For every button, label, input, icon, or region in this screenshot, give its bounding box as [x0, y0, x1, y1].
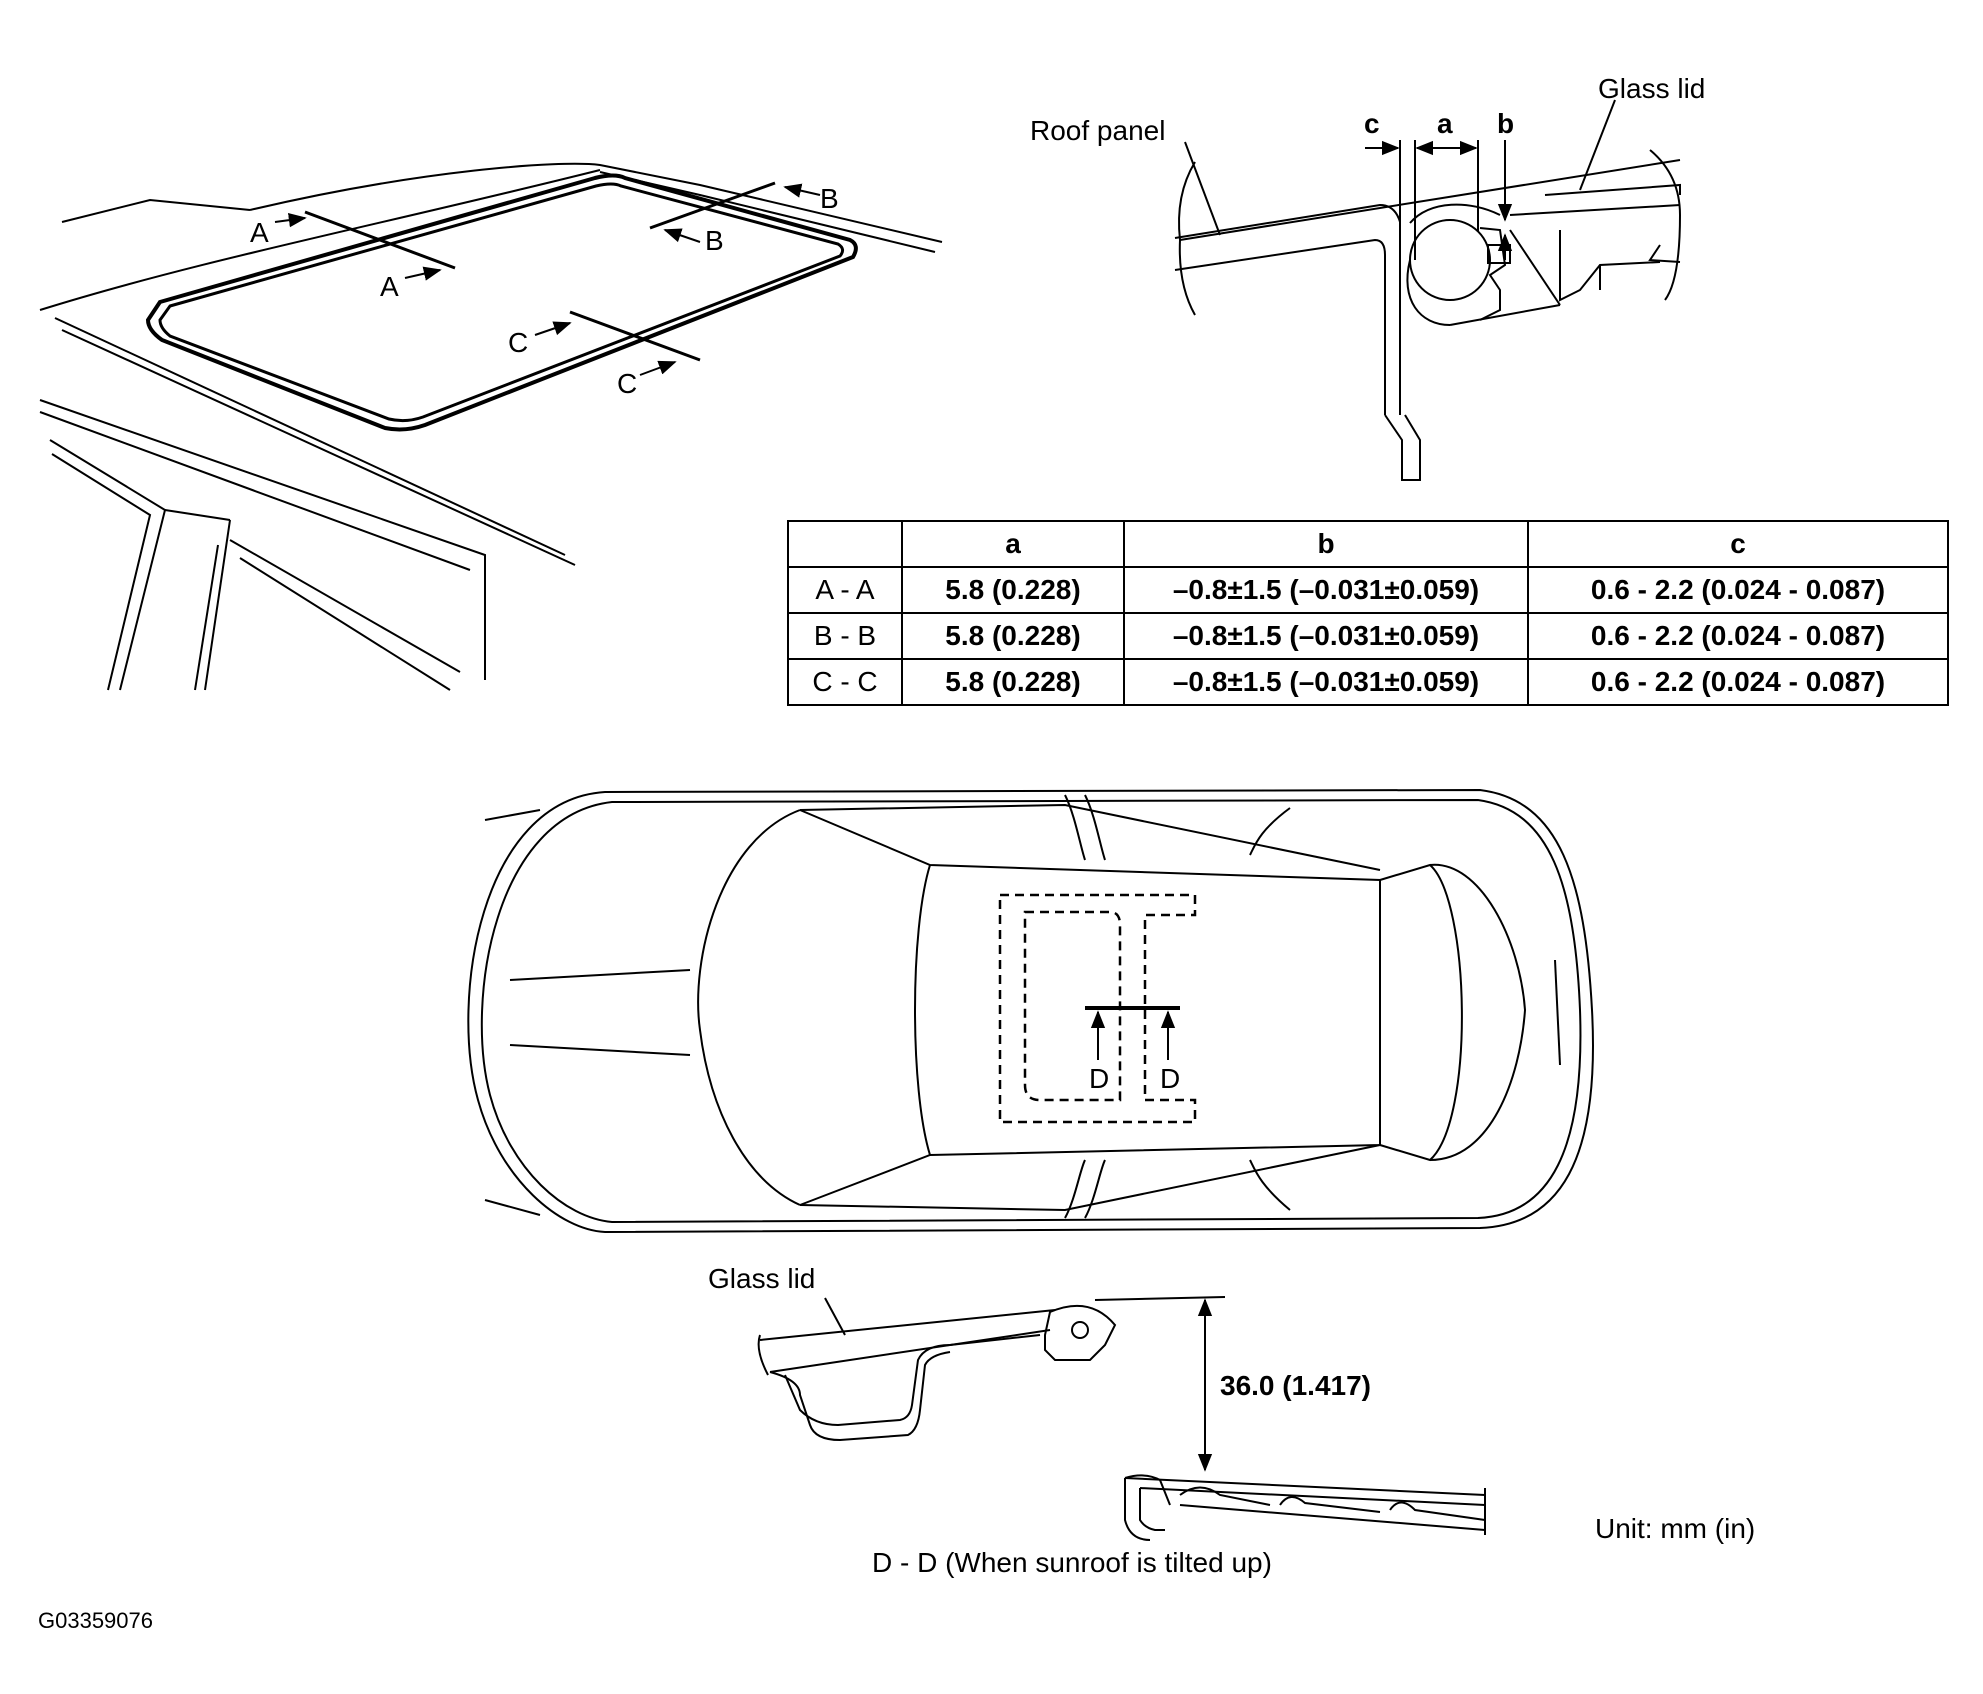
section-label-d1: D: [1089, 1063, 1109, 1094]
section-cut-lines: [274, 181, 821, 376]
table-header-corner: [787, 520, 903, 568]
tilt-height-dimension: 36.0 (1.417): [1220, 1370, 1371, 1401]
dimension-b-label: b: [1497, 108, 1514, 139]
dimension-a-label: a: [1437, 108, 1453, 139]
figure-id: G03359076: [38, 1608, 153, 1633]
roof-panel-label: Roof panel: [1030, 115, 1165, 146]
cell-b-value: –0.8±1.5 (–0.031±0.059): [1123, 566, 1529, 614]
dimension-c-label: c: [1364, 108, 1380, 139]
cell-c-value: 0.6 - 2.2 (0.024 - 0.087): [1527, 658, 1949, 706]
table-row: A - A 5.8 (0.228) –0.8±1.5 (–0.031±0.059…: [787, 566, 1949, 614]
row-section-label: B - B: [787, 612, 903, 660]
cell-b-value: –0.8±1.5 (–0.031±0.059): [1123, 658, 1529, 706]
row-section-label: C - C: [787, 658, 903, 706]
glass-lid-label-bottom: Glass lid: [708, 1263, 815, 1294]
cell-a-value: 5.8 (0.228): [901, 658, 1125, 706]
cell-a-value: 5.8 (0.228): [901, 612, 1125, 660]
table-header-c: c: [1527, 520, 1949, 568]
cell-c-value: 0.6 - 2.2 (0.024 - 0.087): [1527, 566, 1949, 614]
unit-note: Unit: mm (in): [1595, 1513, 1755, 1544]
clearance-spec-table: a b c A - A 5.8 (0.228) –0.8±1.5 (–0.031…: [787, 520, 1949, 706]
cell-a-value: 5.8 (0.228): [901, 566, 1125, 614]
section-label-c2: C: [617, 368, 637, 399]
table-row: B - B 5.8 (0.228) –0.8±1.5 (–0.031±0.059…: [787, 612, 1949, 660]
table-header-b: b: [1123, 520, 1529, 568]
section-label-b1: B: [820, 183, 839, 214]
table-row: C - C 5.8 (0.228) –0.8±1.5 (–0.031±0.059…: [787, 658, 1949, 706]
section-label-b2: B: [705, 225, 724, 256]
car-top-view: [467, 788, 1594, 1234]
section-label-c1: C: [508, 327, 528, 358]
row-section-label: A - A: [787, 566, 903, 614]
cell-c-value: 0.6 - 2.2 (0.024 - 0.087): [1527, 612, 1949, 660]
section-label-a2: A: [380, 271, 399, 302]
table-header-row: a b c: [787, 520, 1949, 568]
section-dd-caption: D - D (When sunroof is tilted up): [872, 1547, 1272, 1578]
roof-perspective-view: [39, 162, 943, 691]
cross-section-detail: [1174, 99, 1682, 481]
sunroof-outline-dashed: [998, 893, 1197, 1124]
tilted-section-view: [757, 1296, 1486, 1541]
section-cut-d: [1085, 1006, 1180, 1060]
section-label-a1: A: [250, 217, 269, 248]
glass-lid-label-top: Glass lid: [1598, 73, 1705, 104]
table-header-a: a: [901, 520, 1125, 568]
section-label-d2: D: [1160, 1063, 1180, 1094]
cell-b-value: –0.8±1.5 (–0.031±0.059): [1123, 612, 1529, 660]
